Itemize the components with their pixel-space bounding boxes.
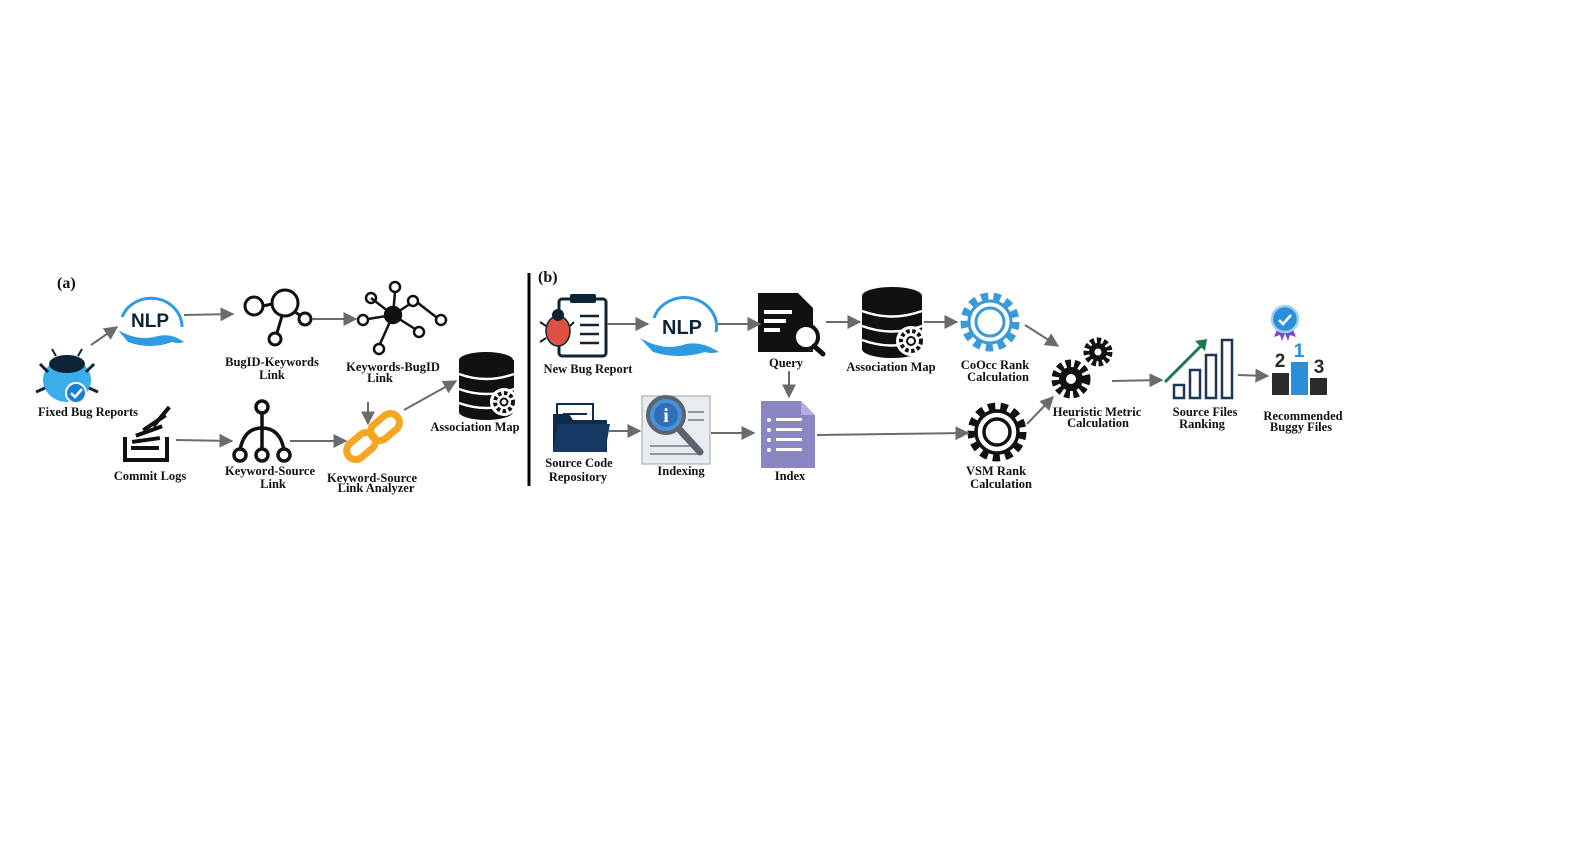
source-files-ranking-label-1: Source Files (1173, 405, 1238, 419)
indexing-magnifier-icon: i (641, 395, 711, 465)
keyword-source-analyzer-label-1: Keyword-Source (327, 471, 417, 485)
keyword-source-label-1: Keyword-Source (225, 464, 315, 478)
new-bug-report-label: New Bug Report (544, 362, 634, 376)
bugid-keywords-label-2: Link (259, 368, 285, 382)
database-gear-icon (458, 352, 518, 420)
keywords-bugid-label-1: Keywords-BugID (346, 360, 440, 374)
podium-rank-2: 2 (1275, 351, 1286, 372)
vsm-rank-label-2: Calculation (970, 477, 1032, 491)
nlp-a-text: NLP (131, 311, 169, 332)
association-map-a-label: Association Map (430, 420, 519, 434)
ranking-bars-icon (1163, 338, 1234, 400)
arrow (90, 326, 119, 346)
index-document-icon (761, 401, 815, 468)
bug-report-clipboard-icon (539, 294, 608, 358)
recommended-buggy-files-label-1: Recommended (1263, 409, 1342, 423)
folder-icon (553, 403, 610, 452)
gear-icon (960, 292, 1020, 352)
nlp-hand-icon: NLP (640, 296, 719, 356)
podium-rank-3: 3 (1314, 357, 1325, 378)
arrow (403, 380, 458, 411)
source-code-repository-label-1: Source Code (545, 456, 613, 470)
arrow (1237, 368, 1270, 383)
source-code-repository-label-2: Repository (549, 470, 608, 484)
query-document-icon (758, 293, 826, 357)
gears-icon (1051, 337, 1113, 399)
arrow (1111, 373, 1164, 388)
podium-rank-1: 1 (1294, 341, 1305, 362)
nlp-hand-icon: NLP (118, 296, 184, 346)
commit-logs-label: Commit Logs (114, 469, 187, 483)
indexing-label: Indexing (657, 464, 705, 478)
cooc-rank-label-2: Calculation (967, 370, 1029, 384)
keyword-source-label-2: Link (260, 477, 286, 491)
fixed-bug-reports-label: Fixed Bug Reports (38, 405, 138, 419)
svg-text:i: i (663, 405, 669, 427)
panel-b-label: (b) (538, 269, 558, 286)
gear-icon (967, 402, 1027, 462)
keywords-bugid-label-2: Link (367, 371, 393, 385)
vsm-rank-label-1: VSM Rank (966, 464, 1026, 478)
commit-logs-icon (123, 405, 171, 462)
bug-check-icon (35, 348, 99, 404)
arrow (1024, 324, 1060, 347)
keyword-source-analyzer-label-2: Link Analyzer (338, 481, 415, 495)
arrow (175, 433, 234, 448)
association-map-b-label: Association Map (846, 360, 935, 374)
chain-link-icon (343, 410, 403, 463)
recommended-buggy-files-label-2: Buggy Files (1270, 420, 1332, 434)
arrow (816, 426, 970, 441)
podium-medal-icon: 2 1 3 (1270, 304, 1327, 395)
bugid-keywords-label-1: BugID-Keywords (225, 355, 319, 369)
panel-a-label: (a) (57, 275, 76, 292)
heuristic-metric-label-1: Heuristic Metric (1053, 405, 1142, 419)
query-label: Query (769, 356, 804, 370)
link-node-icon (243, 288, 313, 347)
source-files-ranking-label-2: Ranking (1179, 417, 1226, 431)
arrow (1026, 395, 1054, 425)
network-icon (356, 280, 448, 356)
heuristic-metric-label-2: Calculation (1067, 416, 1129, 430)
nlp-b-text: NLP (662, 317, 702, 339)
arrow (183, 307, 235, 322)
cooc-rank-label-1: CoOcc Rank (961, 358, 1029, 372)
database-gear-icon (861, 287, 926, 358)
tree-branch-icon (232, 399, 292, 463)
index-label: Index (775, 469, 806, 483)
